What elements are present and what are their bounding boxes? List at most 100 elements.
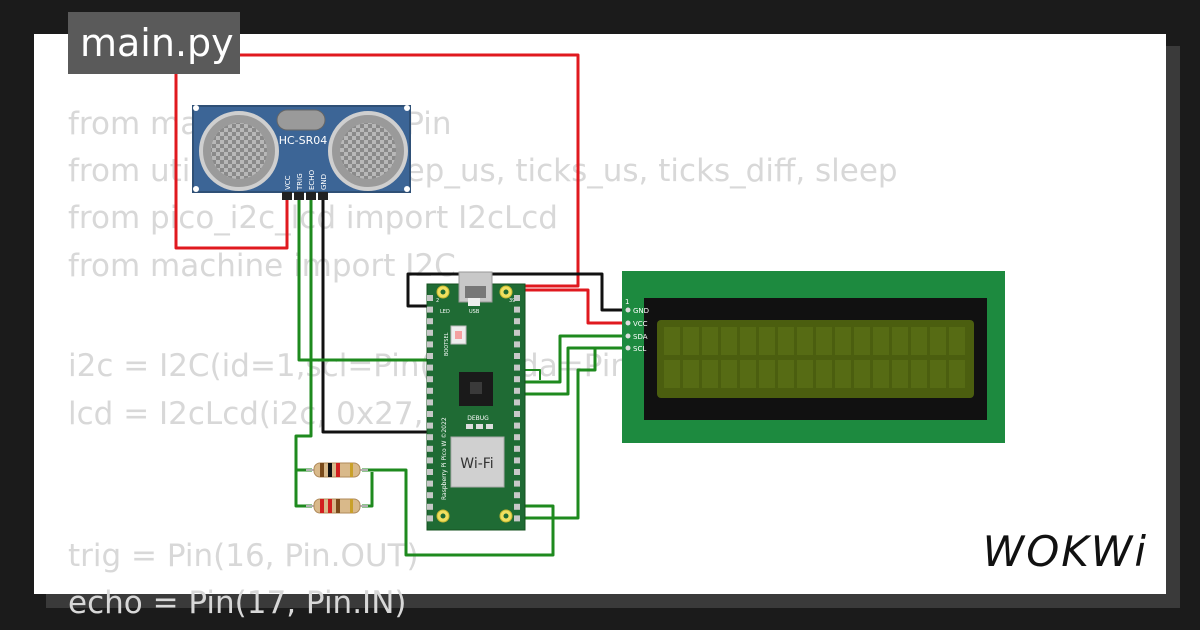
wire-echo	[294, 192, 313, 508]
pico-pin	[427, 399, 433, 406]
pico-pin	[514, 399, 520, 406]
pico-pin	[514, 411, 520, 417]
pico-pin	[514, 457, 520, 464]
sensor-pin-label: VCC	[284, 175, 292, 190]
pico-pin	[427, 295, 433, 301]
lcd-char-cell	[873, 327, 889, 355]
pico-pin	[427, 353, 433, 359]
pico-pin	[514, 480, 520, 487]
lcd-char-cell	[740, 360, 756, 388]
debug-label: DEBUG	[467, 415, 489, 422]
wokwi-logo: WOKWi	[982, 527, 1148, 576]
pico-pin	[427, 515, 433, 522]
pico-pin	[427, 492, 433, 499]
code-line: trig = Pin(16, Pin.OUT)	[68, 538, 419, 574]
pico-pin	[514, 306, 520, 313]
lcd-char-cell	[816, 327, 832, 355]
lcd-pin-label: SDA	[633, 333, 648, 341]
wire-gnd	[406, 272, 628, 312]
pico-pin	[514, 422, 520, 429]
lcd-char-cell	[797, 360, 813, 388]
lcd-char-cell	[721, 327, 737, 355]
pico-pin	[514, 445, 520, 452]
wire-res-2	[362, 468, 555, 557]
pico-pin	[514, 503, 520, 510]
lcd-char-cell	[797, 327, 813, 355]
wire-short-1	[520, 369, 541, 380]
pico-pin	[514, 353, 520, 359]
pico-led-label: LED	[440, 309, 450, 315]
pico-pin	[427, 457, 433, 464]
sensor-label: HC-SR04	[279, 134, 328, 147]
sensor-pin-label: GND	[320, 174, 328, 190]
resistor-1[interactable]	[306, 462, 368, 478]
sensor-pin-label: ECHO	[308, 169, 316, 190]
pico-pin	[427, 480, 433, 487]
pico-pin	[427, 422, 433, 429]
wire-lcd-loop	[520, 348, 597, 520]
lcd-char-cell	[778, 360, 794, 388]
pico-header-pins	[427, 295, 520, 522]
lcd-char-cell	[854, 327, 870, 355]
lcd-char-cell	[854, 360, 870, 388]
pico-pin	[514, 376, 520, 383]
pico-pin	[514, 318, 520, 325]
pico-pin	[514, 434, 520, 441]
lcd-char-cell	[930, 327, 946, 355]
file-tab[interactable]: main.py	[68, 12, 240, 74]
pico-pin	[427, 318, 433, 325]
pico-pin	[514, 295, 520, 301]
lcd-char-cell	[911, 327, 927, 355]
wire-lcd-vcc	[518, 288, 628, 325]
pico-pin	[427, 387, 433, 394]
lcd-char-cell	[892, 360, 908, 388]
pico-pin	[427, 411, 433, 417]
code-line: from pico_i2c_lcd import I2cLcd	[68, 200, 558, 236]
lcd-pin-number: 1	[625, 298, 629, 306]
lcd-char-cell	[892, 327, 908, 355]
pico-pin	[427, 434, 433, 441]
pico-pin	[427, 364, 433, 371]
lcd-char-cell	[778, 327, 794, 355]
lcd-char-cell	[664, 360, 680, 388]
wire-res-3	[362, 472, 374, 508]
pico-pin	[427, 341, 433, 348]
wire-sensor-gnd	[321, 192, 432, 434]
pico-pin	[427, 503, 433, 510]
lcd-char-cell	[683, 360, 699, 388]
pico-pin	[427, 306, 433, 313]
lcd-char-cell	[702, 327, 718, 355]
lcd-char-cell	[759, 360, 775, 388]
bootsel-label: BOOTSEL	[444, 332, 450, 356]
lcd-char-cell	[949, 360, 965, 388]
raspberry-pi-pico-w[interactable]: LED USB 2 39 BOOTSEL DEBUG Wi-Fi Raspber…	[426, 271, 526, 531]
lcd-char-cell	[930, 360, 946, 388]
pico-pin	[514, 387, 520, 394]
pico-board-text: Raspberry Pi Pico W ©2022	[441, 417, 448, 500]
lcd-display[interactable]: 1 GND VCC SDA SCL	[622, 271, 1005, 443]
pico-pin	[427, 329, 433, 336]
pico-pin1-label: 2	[436, 298, 439, 304]
pico-pin	[514, 492, 520, 499]
pico-pin	[427, 376, 433, 383]
lcd-char-cell	[721, 360, 737, 388]
pico-pin	[514, 341, 520, 348]
wire-sda	[520, 334, 628, 384]
wifi-label: Wi-Fi	[460, 456, 493, 472]
lcd-char-cell	[835, 327, 851, 355]
lcd-char-cell	[911, 360, 927, 388]
pico-pin	[514, 515, 520, 522]
hc-sr04-sensor[interactable]: HC-SR04 VCC TRIG ECHO GND	[192, 105, 411, 200]
lcd-char-cell	[683, 327, 699, 355]
wifi-module	[450, 436, 505, 488]
code-line: echo = Pin(17, Pin.IN)	[68, 585, 407, 621]
lcd-char-cell	[816, 360, 832, 388]
sensor-pin-label: TRIG	[296, 173, 304, 191]
lcd-pin-label: SCL	[633, 345, 646, 353]
lcd-pin-label: VCC	[633, 320, 648, 328]
pico-pin	[514, 329, 520, 336]
pico-pin	[514, 469, 520, 475]
pico-usb-label: USB	[469, 309, 480, 315]
resistor-2[interactable]	[306, 498, 368, 514]
